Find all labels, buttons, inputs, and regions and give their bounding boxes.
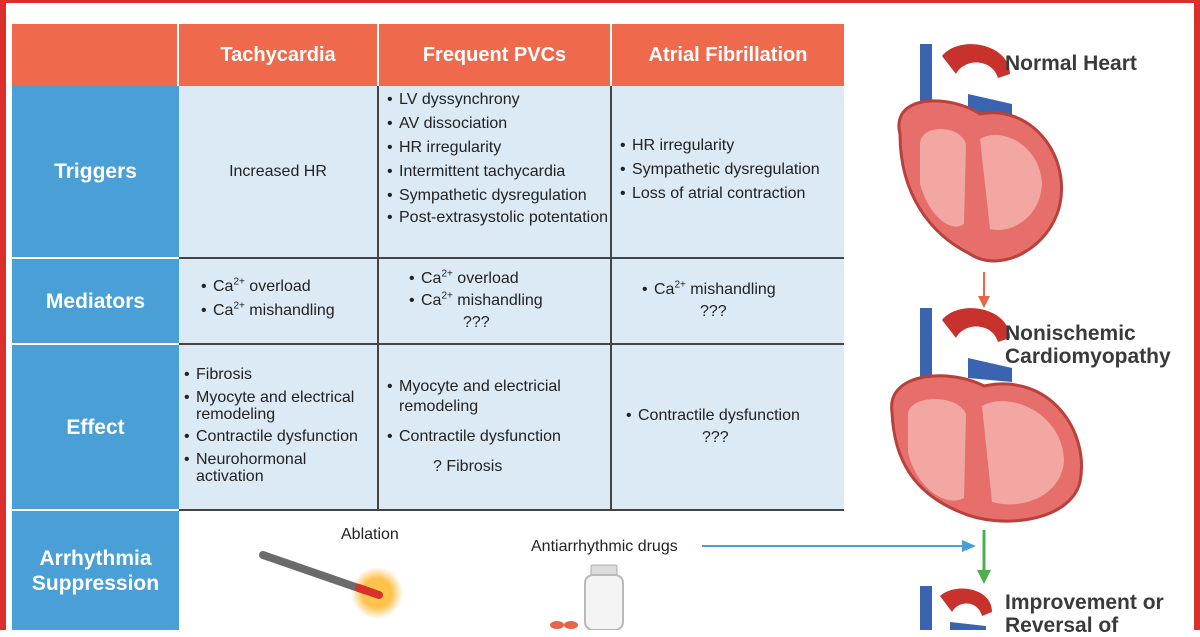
effect-list-tachycardia: Fibrosis Myocyte and electrical remodeli… <box>184 365 377 489</box>
red-down-arrow-icon <box>978 272 990 308</box>
cell-effect-af: Contractile dysfunction ??? <box>612 345 844 511</box>
cell-effect-tachycardia: Fibrosis Myocyte and electrical remodeli… <box>179 345 379 511</box>
unknown-marker: ??? <box>463 314 490 331</box>
header-frequent-pvcs: Frequent PVCs <box>379 24 612 86</box>
list-item: HR irregularity <box>620 136 844 156</box>
list-item: LV dyssynchrony <box>387 90 610 110</box>
row-label-effect: Effect <box>12 345 179 511</box>
label-nonischemic-cardiomyopathy: Nonischemic Cardiomyopathy <box>1005 322 1171 368</box>
list-item: Contractile dysfunction <box>626 406 844 426</box>
cell-triggers-tachycardia: Increased HR <box>179 86 379 259</box>
cell-mediators-af: Ca2+ mishandling ??? <box>612 259 844 345</box>
list-item: Contractile dysfunction <box>184 427 377 447</box>
label-normal-heart: Normal Heart <box>1005 52 1137 75</box>
cell-mediators-tachycardia: Ca2+ overload Ca2+ mishandling <box>179 259 379 345</box>
cardiomyopathy-heart-icon <box>890 308 1083 523</box>
list-item: Ca2+ mishandling <box>642 280 844 300</box>
list-item: Myocyte and electricial remodeling <box>387 377 610 417</box>
list-item: Loss of atrial contraction <box>620 184 844 204</box>
frame-left <box>0 0 6 630</box>
list-item: Ca2+ overload <box>409 269 610 289</box>
frame-right <box>1194 0 1200 630</box>
comparison-table: Tachycardia Frequent PVCs Atrial Fibrill… <box>12 24 844 630</box>
header-corner <box>12 24 179 86</box>
trigger-list-af: HR irregularity Sympathetic dysregulatio… <box>620 136 844 208</box>
cell-mediators-pvcs: Ca2+ overload Ca2+ mishandling ??? <box>379 259 612 345</box>
mediator-list-pvcs: Ca2+ overload Ca2+ mishandling <box>409 269 610 313</box>
list-item: Ca2+ mishandling <box>201 301 377 321</box>
list-item: HR irregularity <box>387 138 610 158</box>
list-item: Fibrosis <box>184 365 377 385</box>
list-item: Post-extrasystolic potentation <box>387 210 610 227</box>
ablation-label: Ablation <box>341 526 399 543</box>
list-item: AV dissociation <box>387 114 610 134</box>
header-tachycardia: Tachycardia <box>179 24 379 86</box>
ablation-catheter-icon <box>259 551 403 619</box>
list-item: Neurohormonal activation <box>184 451 377 485</box>
list-item: Sympathetic dysregulation <box>387 186 610 206</box>
list-item: Intermittent tachycardia <box>387 162 610 182</box>
row-label-mediators: Mediators <box>12 259 179 345</box>
list-item: Contractile dysfunction <box>387 427 610 447</box>
fibrosis-uncertain: ? Fibrosis <box>433 458 503 475</box>
cell-triggers-af: HR irregularity Sympathetic dysregulatio… <box>612 86 844 259</box>
cell-triggers-pvcs: LV dyssynchrony AV dissociation HR irreg… <box>379 86 612 259</box>
cell-suppression: Ablation Antiarrhythmic drugs <box>179 511 844 630</box>
drugs-arrow-icon <box>702 540 976 552</box>
label-improvement-reversal: Improvement or Reversal of <box>1005 591 1164 637</box>
pill-bottle-icon <box>550 564 624 630</box>
unknown-marker: ??? <box>702 429 729 446</box>
frame-top <box>0 0 1200 3</box>
effect-list-af: Contractile dysfunction <box>626 406 844 428</box>
mediator-list-af: Ca2+ mishandling <box>642 280 844 302</box>
trigger-text: Increased HR <box>229 162 327 180</box>
row-label-triggers: Triggers <box>12 86 179 259</box>
trigger-list-pvcs: LV dyssynchrony AV dissociation HR irreg… <box>387 90 610 230</box>
header-atrial-fibrillation: Atrial Fibrillation <box>612 24 844 86</box>
normal-heart-icon <box>897 44 1063 263</box>
list-item: Ca2+ overload <box>201 277 377 297</box>
list-item: Ca2+ mishandling <box>409 291 610 311</box>
drugs-label: Antiarrhythmic drugs <box>531 538 678 555</box>
list-item: Sympathetic dysregulation <box>620 160 844 180</box>
cell-effect-pvcs: Myocyte and electricial remodeling Contr… <box>379 345 612 511</box>
list-item: Myocyte and electrical remodeling <box>184 389 377 423</box>
improved-heart-icon <box>920 586 992 630</box>
mediator-list-tachycardia: Ca2+ overload Ca2+ mishandling <box>201 277 377 325</box>
green-down-arrow-icon <box>977 530 991 584</box>
unknown-marker: ??? <box>700 303 727 320</box>
effect-list-pvcs: Myocyte and electricial remodeling Contr… <box>387 377 610 457</box>
row-label-arrhythmia-suppression: Arrhythmia Suppression <box>12 511 179 630</box>
